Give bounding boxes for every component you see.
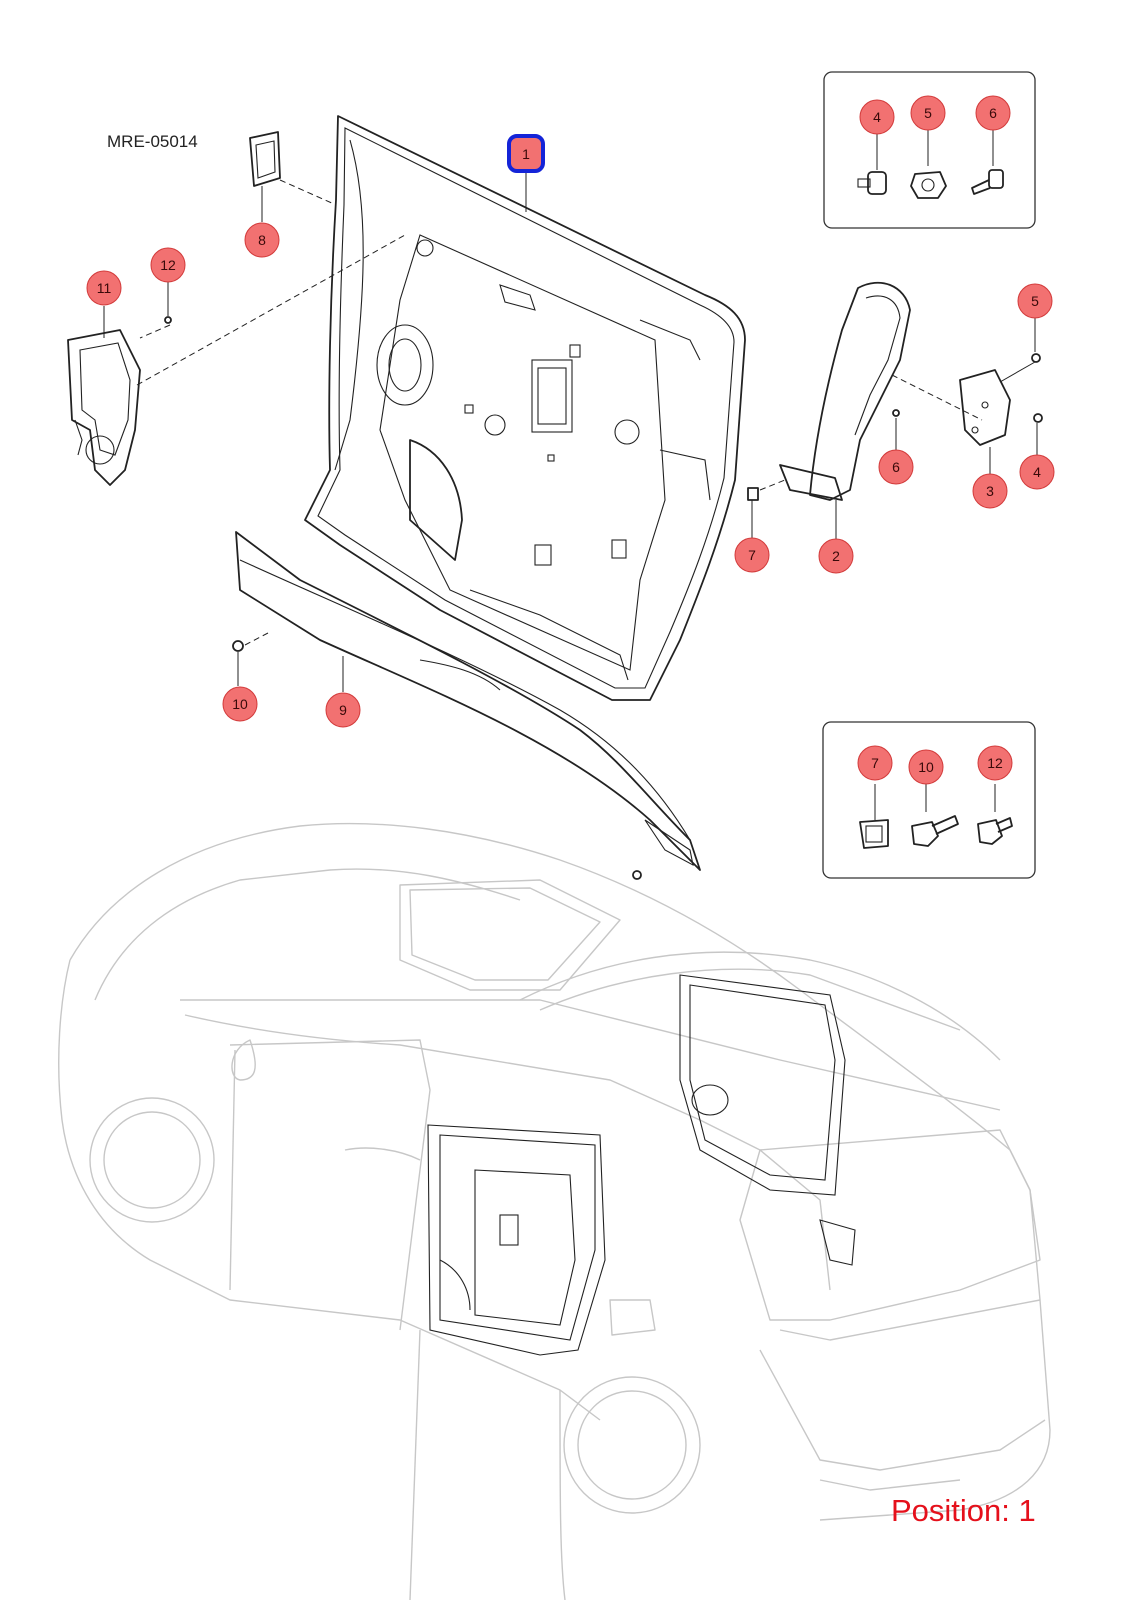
callout-8[interactable]: 8: [244, 222, 280, 258]
callout-2[interactable]: 2: [818, 538, 854, 574]
callout-10[interactable]: 10: [222, 686, 258, 722]
svg-text:1: 1: [522, 146, 530, 162]
part-1-door-trim-panel[interactable]: [304, 115, 746, 701]
callout-11[interactable]: 11: [86, 270, 122, 306]
svg-text:5: 5: [924, 105, 932, 121]
inset-callout-10[interactable]: 10: [908, 749, 944, 785]
inset-callout-12[interactable]: 12: [977, 745, 1013, 781]
vehicle-outline: [58, 822, 1051, 1600]
clip-4-icon: [857, 171, 887, 195]
svg-text:10: 10: [232, 696, 248, 712]
callout-7[interactable]: 7: [734, 537, 770, 573]
callout-3[interactable]: 3: [972, 473, 1008, 509]
leader-lines: [103, 170, 1038, 692]
svg-text:6: 6: [892, 459, 900, 475]
part-9-lower-trim[interactable]: [235, 531, 701, 871]
callout-9[interactable]: 9: [325, 692, 361, 728]
svg-text:10: 10: [918, 759, 934, 775]
bolt-10-icon: [911, 815, 959, 847]
vehicle-door-location: [427, 974, 856, 1356]
svg-text:5: 5: [1031, 293, 1039, 309]
svg-text:12: 12: [987, 755, 1003, 771]
callout-6[interactable]: 6: [878, 449, 914, 485]
svg-text:9: 9: [339, 702, 347, 718]
svg-text:12: 12: [160, 257, 176, 273]
callout-1[interactable]: 1: [507, 134, 545, 173]
callout-5[interactable]: 5: [1017, 283, 1053, 319]
inset-callout-5[interactable]: 5: [910, 95, 946, 131]
clip-7-icon: [859, 819, 889, 849]
inset-callout-4[interactable]: 4: [859, 99, 895, 135]
loose-fasteners: [164, 316, 1043, 880]
svg-text:4: 4: [873, 109, 881, 125]
svg-text:8: 8: [258, 232, 266, 248]
svg-text:7: 7: [871, 755, 879, 771]
part-8-switch-bezel[interactable]: [249, 131, 281, 187]
svg-text:4: 4: [1033, 464, 1041, 480]
fastener-inset-bottom: [822, 721, 1036, 879]
part-3-trim-cover[interactable]: [779, 281, 1011, 501]
svg-text:11: 11: [97, 280, 112, 296]
svg-text:3: 3: [986, 483, 994, 499]
callout-12[interactable]: 12: [150, 247, 186, 283]
screw-6-icon: [971, 169, 1004, 195]
bolt-12-icon: [977, 817, 1013, 845]
diagram-code: MRE-05014: [107, 132, 198, 151]
inset-callout-6[interactable]: 6: [975, 95, 1011, 131]
svg-text:2: 2: [832, 548, 840, 564]
position-label: Position: 1: [891, 1493, 1036, 1528]
nut-5-icon: [910, 171, 947, 199]
svg-text:6: 6: [989, 105, 997, 121]
part-11-door-latch[interactable]: [67, 329, 141, 486]
inset-callout-7[interactable]: 7: [857, 745, 893, 781]
callout-4[interactable]: 4: [1019, 454, 1055, 490]
fastener-inset-top: [823, 71, 1036, 229]
svg-text:7: 7: [748, 547, 756, 563]
